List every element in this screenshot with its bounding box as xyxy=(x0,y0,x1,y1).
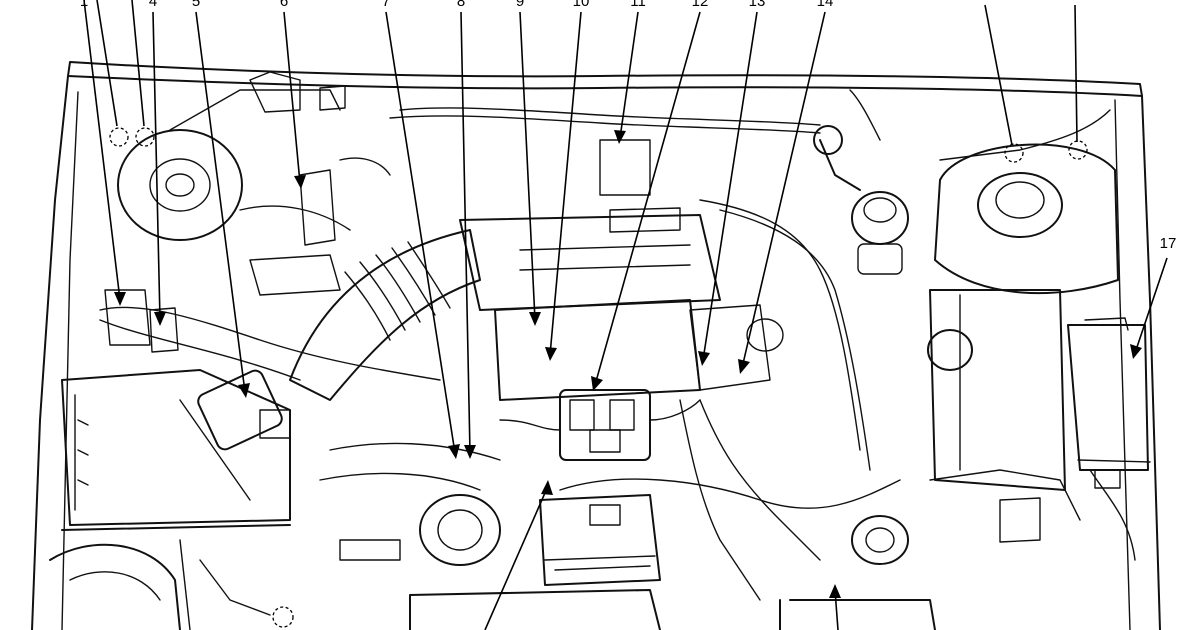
callout-label-17: 17 xyxy=(1159,235,1177,252)
callout-label-1: 1 xyxy=(79,0,89,10)
leader-1b xyxy=(96,0,118,127)
leader-17 xyxy=(1134,257,1168,354)
leader-bottom-a xyxy=(484,485,549,630)
callout-label-4: 4 xyxy=(148,0,158,10)
callout-label-13: 13 xyxy=(748,0,766,10)
leader-5 xyxy=(195,11,246,393)
leader-4 xyxy=(152,11,161,321)
leader-9 xyxy=(519,11,536,321)
intake-manifold xyxy=(459,214,721,401)
leader-6 xyxy=(283,11,301,184)
airflow-meter xyxy=(197,369,291,451)
air-filter-box xyxy=(61,369,291,531)
leader-14 xyxy=(741,11,826,369)
leader-1a xyxy=(83,0,121,301)
callout-label-8: 8 xyxy=(456,0,466,10)
callout-leaders xyxy=(83,0,1168,630)
hoses-and-wiring xyxy=(99,71,1136,630)
battery xyxy=(1067,317,1151,489)
right-fender-outline xyxy=(1141,95,1161,630)
callout-label-10: 10 xyxy=(572,0,590,10)
radiator-cap xyxy=(851,515,909,565)
callout-label-12: 12 xyxy=(691,0,709,10)
dashed-markers xyxy=(109,127,1088,628)
leader-12 xyxy=(594,11,701,386)
oil-filler xyxy=(419,494,501,566)
brake-booster xyxy=(813,125,909,275)
fan-shroud xyxy=(49,543,181,630)
right-inner-fender xyxy=(1114,99,1131,630)
callout-label-7: 7 xyxy=(381,0,391,10)
left-strut-tower xyxy=(117,129,243,241)
callout-label-6: 6 xyxy=(279,0,289,10)
leader-8 xyxy=(460,11,471,454)
leader-10 xyxy=(549,11,582,356)
leader-1c xyxy=(131,0,145,127)
coolant-reservoir xyxy=(927,289,1066,491)
intake-duct xyxy=(289,229,481,401)
ignition-coil xyxy=(559,389,651,461)
right-strut-tower xyxy=(934,143,1119,295)
leader-11 xyxy=(619,11,639,139)
alternator xyxy=(539,494,661,586)
leader-7 xyxy=(385,11,456,454)
left-fender-outline xyxy=(31,75,69,630)
callout-label-5: 5 xyxy=(191,0,201,10)
leader-a xyxy=(984,4,1013,146)
callout-label-9: 9 xyxy=(515,0,525,10)
callout-label-11: 11 xyxy=(630,0,646,10)
callout-arrowheads xyxy=(114,130,1142,598)
callout-label-14: 14 xyxy=(816,0,834,10)
radiator-support xyxy=(409,589,936,630)
leader-13 xyxy=(702,11,758,361)
hood-seal xyxy=(67,61,1143,97)
left-inner-fender xyxy=(61,91,79,630)
leader-b xyxy=(1074,4,1078,143)
